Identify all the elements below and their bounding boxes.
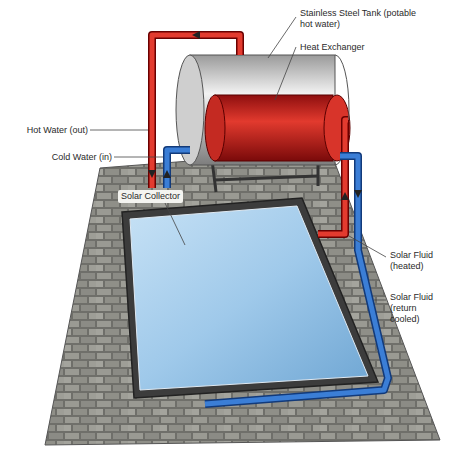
heated-fluid-label: Solar Fluid (heated) — [390, 250, 446, 272]
hot-water-label: Hot Water (out) — [8, 125, 88, 136]
collector-label: Solar Collector — [118, 190, 183, 203]
tank-label: Stainless Steel Tank (potable hot water) — [300, 8, 430, 30]
exchanger-label: Heat Exchanger — [300, 42, 420, 53]
cooled-fluid-label: Solar Fluid (return cooled) — [390, 292, 446, 325]
cold-water-label: Cold Water (in) — [30, 152, 112, 163]
